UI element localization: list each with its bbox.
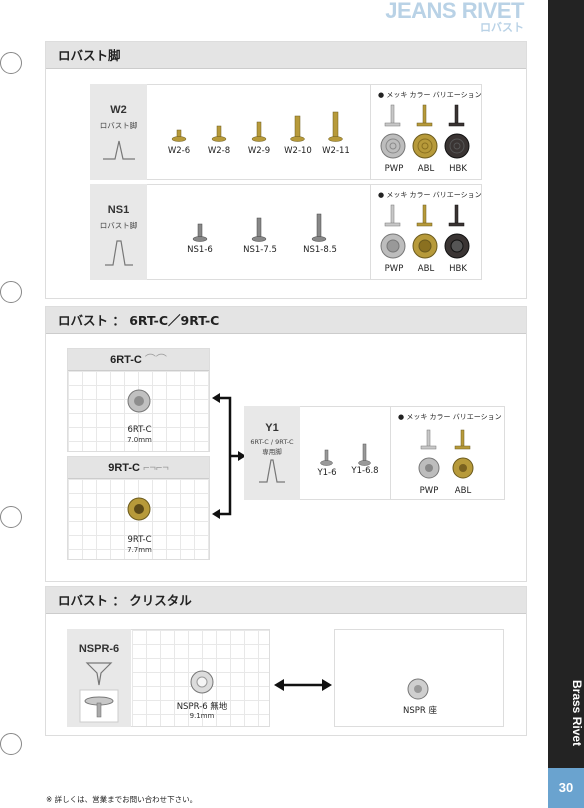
y1-code: Y1 [265,422,279,434]
crystal-leg-icon [85,662,113,686]
w2-code: W2 [110,104,127,116]
rt6-name: 6RT-C [127,425,152,435]
nspr-base-card [334,629,504,727]
ns1-item-label: NS1-6 [187,245,213,255]
w2-color-swatches [380,104,470,159]
rt9-code: 9RT-C [108,462,140,474]
nspr-base-name: NSPR 座 [403,706,437,716]
ns1-card [90,184,482,280]
w2-item-label: W2-6 [167,146,191,156]
nspr-base-image [407,678,429,700]
w2-card [90,84,482,180]
y1-rivets [320,443,371,466]
ns1-variation-title: ● メッキ カラー バリエーション [378,191,482,199]
color-label: ABL [417,164,435,174]
side-band [548,0,584,808]
w2-sub: ロバスト脚 [99,121,138,130]
nspr-code-box: NSPR-6 [67,629,131,727]
bracket-arrow-icon [212,393,246,519]
section-title: ロバスト脚 [46,42,526,69]
y1-sub: 6RT-C / 9RT-C 専用脚 [250,438,294,456]
rt9-name: 9RT-C [127,535,152,545]
y1-color-swatches [418,429,474,479]
side-label: Brass Rivet [570,680,584,747]
section-title: ロバスト ： 6RT-C／9RT-C [46,307,526,334]
rt9-size: 7.7mm [127,546,152,554]
rt9-header: 9RT-C ⌐¬⌐¬ [68,457,209,479]
y1-item-label: Y1-6.8 [351,466,379,476]
w2-variation-title: ● メッキ カラー バリエーション [378,91,482,99]
color-label: PWP [384,164,404,174]
rt6-card: 6RT-C ⌒⌒ 6RT-C 7.0mm [67,348,210,452]
catalog-subtitle: ロバスト [480,21,524,34]
double-arrow-icon [274,679,332,691]
w2-item-label: W2-8 [207,146,231,156]
y1-item-label: Y1-6 [317,468,337,478]
binder-hole [0,506,22,528]
rt6-grid: 6RT-C 7.0mm [68,371,209,451]
ns1-item-label: NS1-8.5 [303,245,337,255]
ns1-color-swatches [380,204,470,259]
cap-profile-icon: ⌒⌒ [144,354,167,366]
leg-diagram-icon [259,459,285,483]
section-title: ロバスト ： クリスタル [46,587,526,614]
y1-code-box: Y1 6RT-C / 9RT-C 専用脚 [244,406,300,500]
rt9-grid: 9RT-C 7.7mm [68,479,209,559]
w2-item-label: W2-9 [247,146,271,156]
page-number: 30 [548,768,584,808]
leg-diagram-icon [104,240,133,266]
w2-rivets [171,111,343,142]
color-label: HBK [449,164,467,174]
w2-item-label: W2-10 [284,146,312,156]
y1-variation-title: ● メッキ カラー バリエーション [398,413,502,421]
color-label: ABL [454,486,472,496]
binder-hole [0,52,22,74]
ns1-rivets [192,213,327,242]
binder-hole [0,733,22,755]
rt9-cap-image [127,497,151,521]
color-label: PWP [384,264,404,274]
nspr-name: NSPR-6 無地 [176,702,228,712]
w2-code-box: W2 ロバスト脚 [90,84,147,180]
nspr-code: NSPR-6 [78,643,120,655]
rt6-cap-image [127,389,151,413]
nspr-crystal-image [190,670,214,694]
binder-hole [0,281,22,303]
cap-profile-icon: ⌐¬⌐¬ [143,462,169,474]
rt6-header: 6RT-C ⌒⌒ [68,349,209,371]
leg-diagram-icon [102,140,135,160]
ns1-item-label: NS1-7.5 [243,245,277,255]
color-label: ABL [417,264,435,274]
rt6-code: 6RT-C [110,354,142,366]
ns1-code: NS1 [107,204,130,216]
ns1-code-box: NS1 ロバスト脚 [90,184,147,280]
catalog-title: JEANS RIVET [385,0,524,23]
footer-note: ※ 詳しくは、営業までお問い合わせ下さい。 [46,795,198,804]
nspr-size: 9.1mm [189,712,215,720]
ns1-sub: ロバスト脚 [99,221,138,230]
rt6-size: 7.0mm [127,436,152,444]
w2-item-label: W2-11 [322,146,350,156]
rt9-card: 9RT-C ⌐¬⌐¬ 9RT-C 7.7mm [67,456,210,560]
color-label: PWP [419,486,439,496]
color-label: HBK [449,264,467,274]
crystal-rivet-photo [79,689,119,723]
